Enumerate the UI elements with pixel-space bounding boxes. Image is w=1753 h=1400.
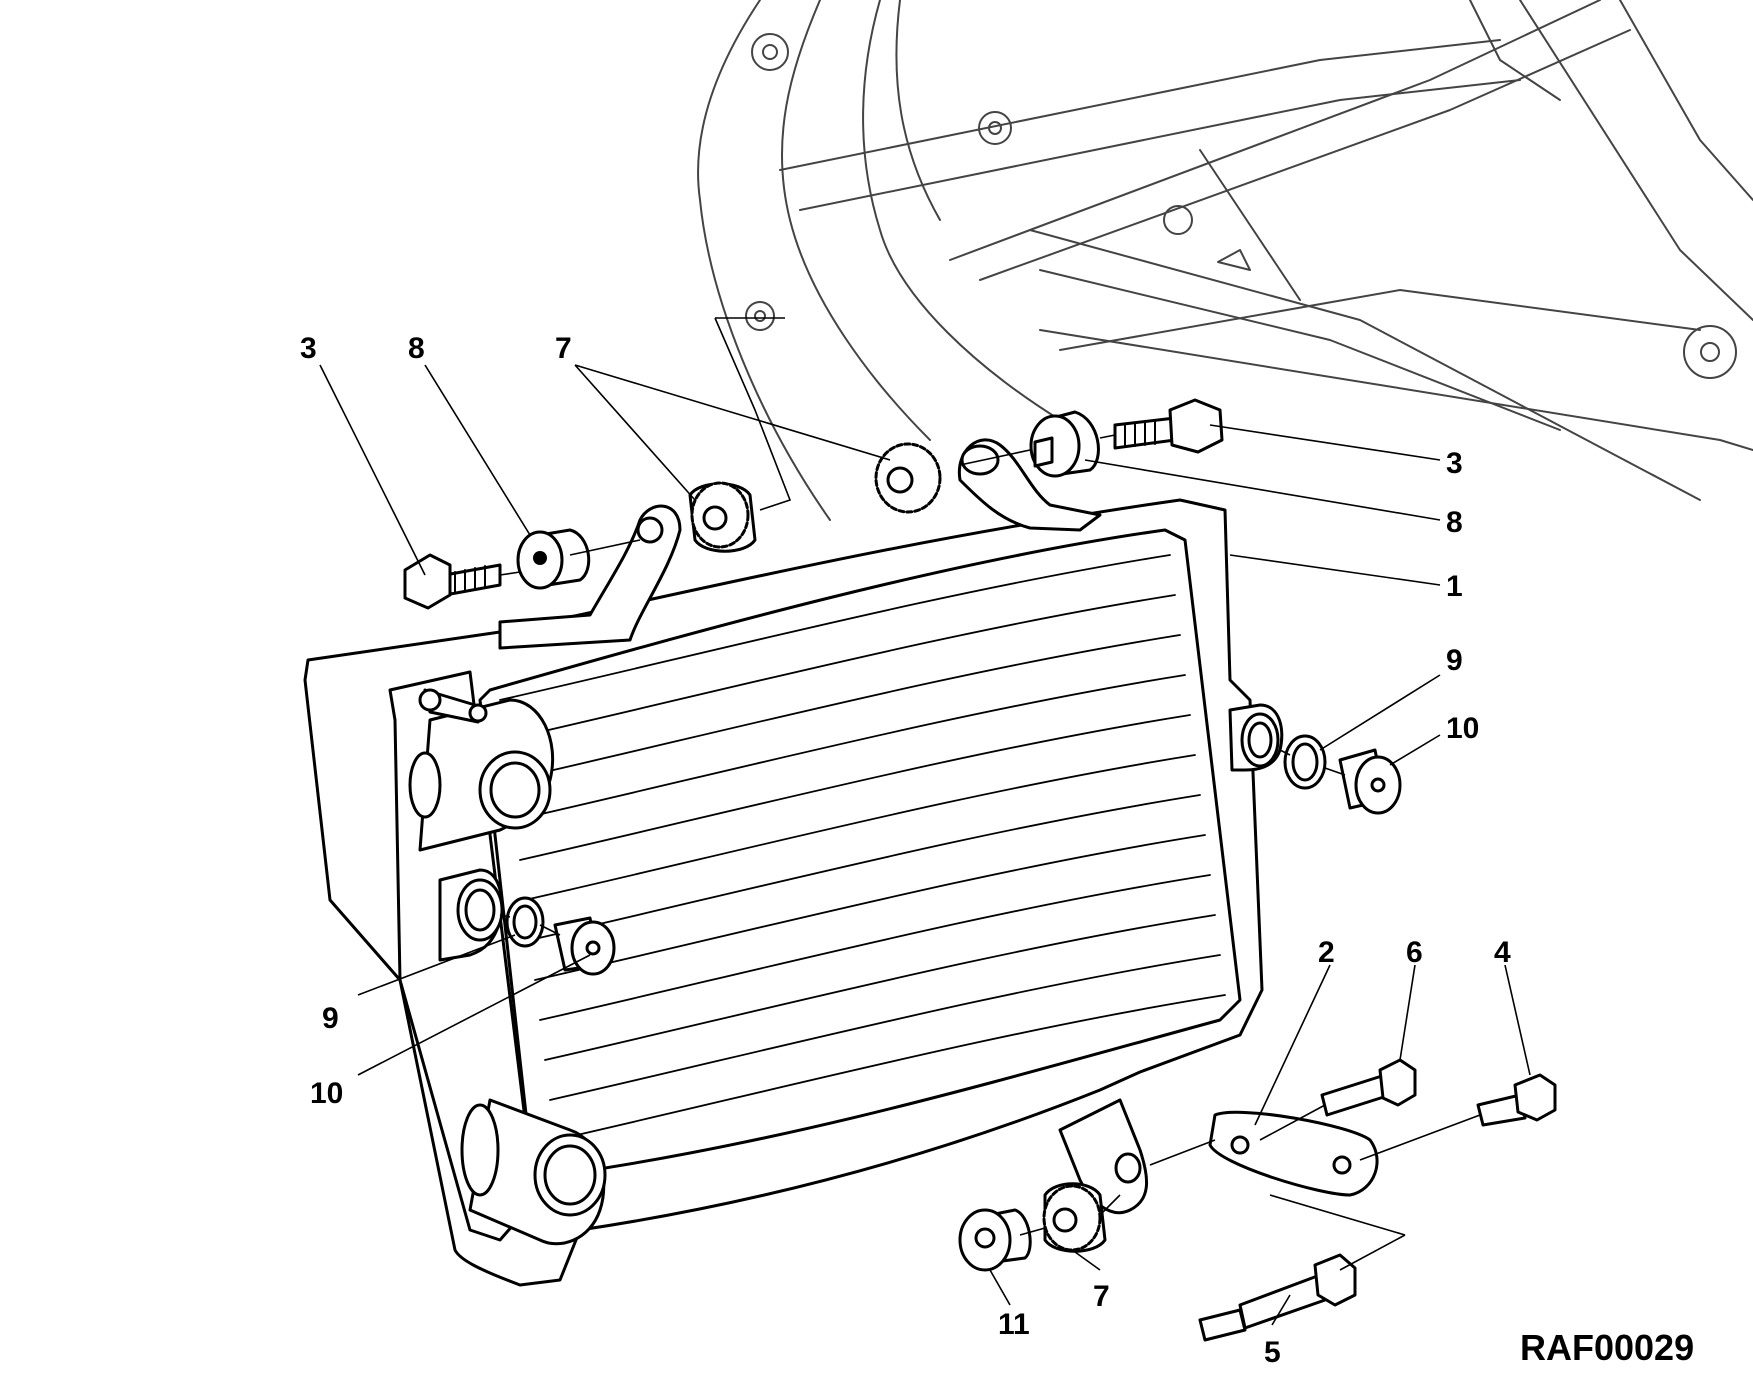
grommet-7-bottom bbox=[1042, 1182, 1107, 1253]
plug-10-right bbox=[1338, 748, 1402, 815]
reference-code: RAF00029 bbox=[1520, 1327, 1694, 1368]
callout-10-right: 10 bbox=[1446, 712, 1479, 745]
bushing-11 bbox=[958, 1208, 1032, 1272]
bracket-plate-2 bbox=[1208, 1110, 1379, 1197]
callout-7-top: 7 bbox=[555, 332, 572, 365]
motorcycle-frame bbox=[697, 0, 1753, 521]
leader-lines bbox=[319, 317, 1531, 1326]
bushing-8-left bbox=[516, 528, 591, 590]
callout-8-right: 8 bbox=[1446, 506, 1463, 539]
callout-3-right: 3 bbox=[1446, 447, 1463, 480]
screw-4 bbox=[1476, 1073, 1557, 1127]
callout-11: 11 bbox=[998, 1308, 1030, 1341]
callout-6: 6 bbox=[1406, 936, 1423, 969]
bushing-8-right bbox=[1029, 410, 1100, 478]
callout-8-left: 8 bbox=[408, 332, 425, 365]
upper-hose-outlet bbox=[408, 698, 555, 852]
plug-10-left bbox=[553, 916, 616, 976]
lower-hose-outlet bbox=[460, 1098, 607, 1246]
grommet-7-left bbox=[688, 481, 757, 553]
callout-9-left: 9 bbox=[322, 1002, 339, 1035]
callout-7-bottom: 7 bbox=[1093, 1280, 1110, 1313]
callout-5: 5 bbox=[1264, 1336, 1281, 1369]
seal-9-right bbox=[1283, 734, 1327, 790]
screw-3-left bbox=[403, 553, 502, 610]
callout-9-right: 9 bbox=[1446, 644, 1463, 677]
screw-6 bbox=[1320, 1058, 1417, 1117]
radiator bbox=[303, 438, 1284, 1287]
callout-4: 4 bbox=[1494, 936, 1511, 969]
callout-labels: 3 8 7 3 8 1 9 10 9 10 2 6 4 11 7 5 bbox=[300, 332, 1511, 1369]
screw-3-right bbox=[1113, 398, 1224, 454]
grommet-7-middle bbox=[874, 442, 942, 514]
seal-9-left bbox=[505, 896, 545, 948]
callout-10-left: 10 bbox=[310, 1077, 343, 1110]
callout-2: 2 bbox=[1318, 936, 1335, 969]
callout-3-left: 3 bbox=[300, 332, 317, 365]
long-screw-5 bbox=[1198, 1253, 1357, 1342]
callout-1: 1 bbox=[1446, 570, 1463, 603]
